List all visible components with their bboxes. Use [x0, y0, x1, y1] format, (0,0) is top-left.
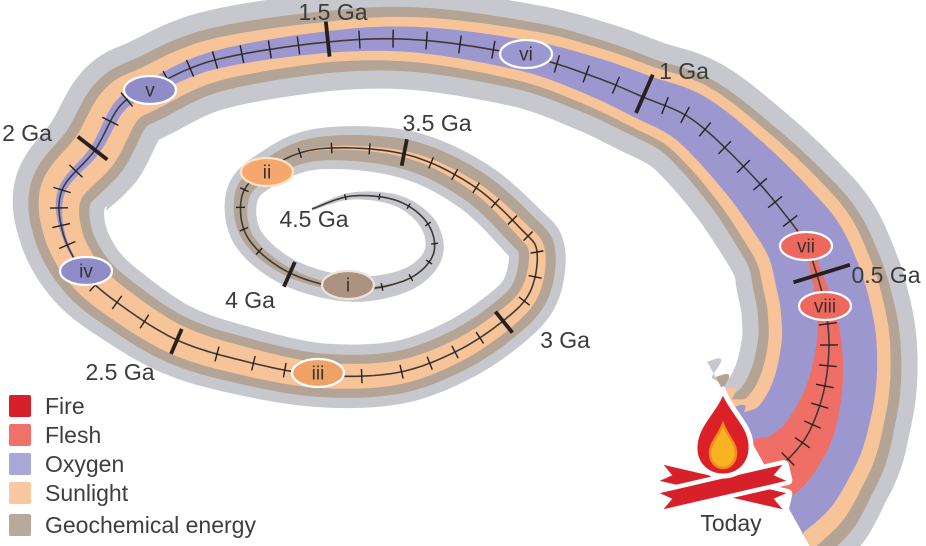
flame-inner	[708, 420, 738, 470]
legend-item-geochemical-energy: Geochemical energy	[9, 513, 256, 537]
fire-swatch	[9, 395, 31, 417]
time-label-4.5-ga: 4.5 Ga	[279, 206, 348, 232]
major-tick-4-ga	[282, 261, 297, 288]
time-label-3.5-ga: 3.5 Ga	[402, 110, 471, 136]
legend-item-oxygen: Oxygen	[9, 452, 124, 476]
timeline-curve	[58, 37, 830, 472]
time-label-1.5-ga: 1.5 Ga	[298, 0, 367, 25]
geochemical-energy-swatch	[9, 514, 31, 536]
campfire-icon	[653, 386, 793, 514]
legend-item-flesh: Flesh	[9, 423, 101, 447]
event-numeral: ii	[263, 163, 271, 184]
legend-label: Fire	[45, 392, 85, 419]
major-tick-1.5-ga	[323, 21, 332, 57]
event-numeral: iii	[312, 364, 325, 385]
event-marker-viii: viii	[797, 290, 853, 322]
major-tick-marks	[76, 21, 851, 355]
event-ellipse	[498, 38, 554, 70]
event-marker-ii: ii	[239, 156, 295, 188]
log-notch	[773, 460, 792, 484]
event-ellipse	[797, 290, 853, 322]
legend-label: Oxygen	[45, 450, 125, 477]
log-notch	[773, 490, 792, 514]
time-label-2-ga: 2 Ga	[2, 120, 52, 146]
today-label: Today	[700, 510, 762, 536]
event-ellipse	[58, 255, 114, 287]
oxygen-swatch	[9, 453, 31, 475]
time-label-3-ga: 3 Ga	[540, 327, 590, 353]
event-ellipse	[320, 269, 376, 301]
major-tick-3-ga	[493, 310, 514, 334]
major-tick-3.5-ga	[399, 138, 409, 167]
time-label-1-ga: 1 Ga	[659, 58, 709, 84]
time-label-4-ga: 4 Ga	[225, 287, 275, 313]
major-tick-2-ga	[76, 135, 109, 162]
event-marker-iii: iii	[290, 357, 346, 389]
major-tick-1-ga	[634, 73, 655, 114]
event-numeral: vii	[797, 237, 815, 258]
event-marker-v: v	[122, 74, 178, 106]
sunlight-swatch	[9, 482, 31, 504]
event-numeral: v	[145, 81, 155, 102]
legend-label: Flesh	[45, 421, 102, 448]
major-tick-0.5-ga	[792, 263, 851, 285]
legend-label: Geochemical energy	[45, 511, 256, 538]
event-marker-vi: vi	[498, 38, 554, 70]
log-notch	[654, 460, 673, 484]
event-marker-i: i	[320, 269, 376, 301]
event-numeral: viii	[814, 297, 836, 318]
major-tick-2.5-ga	[169, 328, 184, 355]
event-marker-vii: vii	[778, 230, 834, 262]
event-numeral: i	[346, 276, 350, 297]
legend-item-fire: Fire	[9, 394, 85, 418]
event-marker-iv: iv	[58, 255, 114, 287]
event-ellipse	[122, 74, 178, 106]
legend-label: Sunlight	[45, 479, 129, 506]
event-ellipse	[290, 357, 346, 389]
event-numeral: iv	[79, 262, 93, 283]
event-ellipse	[778, 230, 834, 262]
event-numeral: vi	[519, 45, 533, 66]
event-ellipse	[239, 156, 295, 188]
time-label-2.5-ga: 2.5 Ga	[85, 359, 154, 385]
legend-item-sunlight: Sunlight	[9, 481, 128, 505]
flesh-swatch	[9, 424, 31, 446]
log-notch	[654, 490, 673, 514]
time-label-0.5-ga: 0.5 Ga	[851, 262, 920, 288]
band-sunlight	[38, 16, 891, 546]
